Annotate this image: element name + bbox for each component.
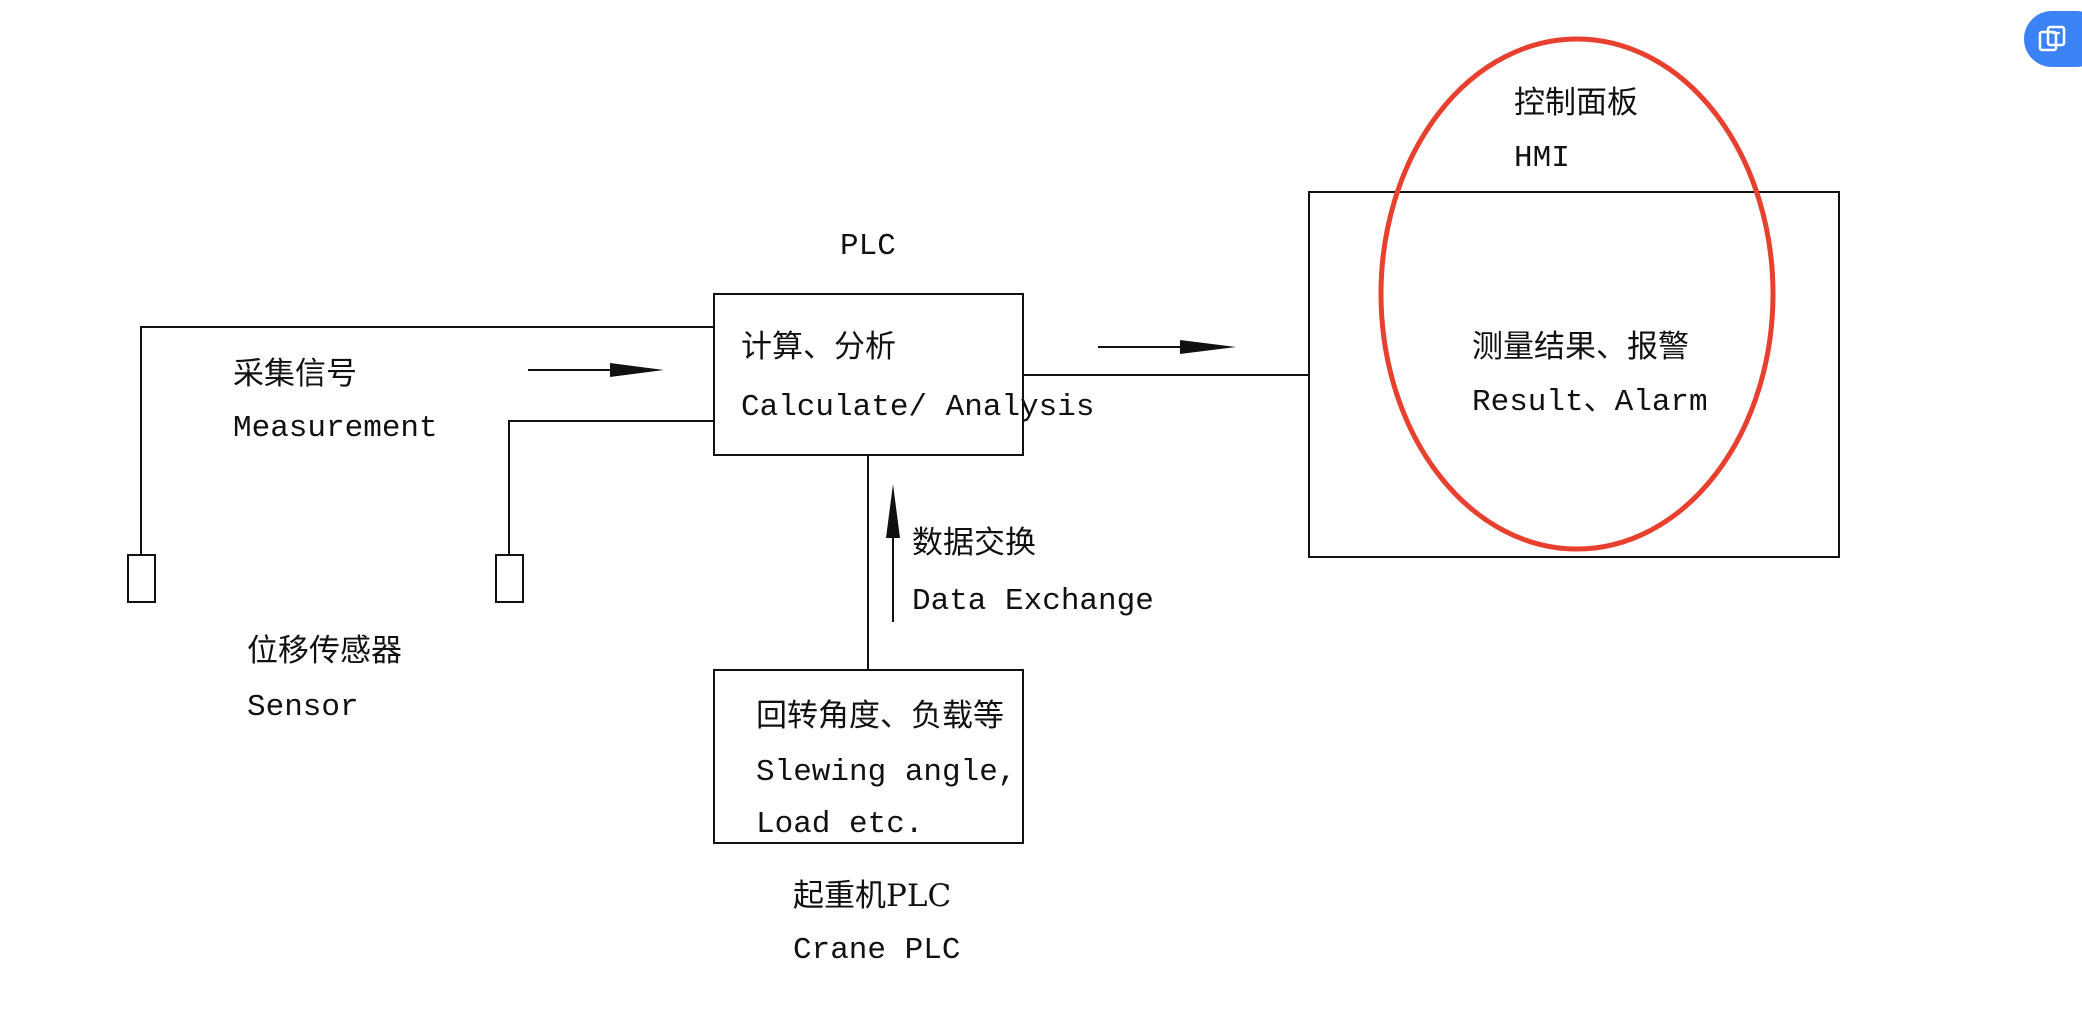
hmi-body-en: Result、Alarm — [1472, 385, 1708, 420]
data-exchange-arrow — [886, 484, 900, 622]
plc-body-en: Calculate/ Analysis — [741, 390, 1094, 425]
floating-translate-button[interactable] — [2024, 11, 2082, 67]
plc-hmi-arrow — [1098, 340, 1236, 354]
crane-input-en-line1: Slewing angle, — [756, 755, 1016, 790]
plc-hmi-arrowhead — [1180, 340, 1236, 354]
sensor-label-en: Sensor — [247, 690, 359, 725]
measurement-label-cn: 采集信号 — [233, 356, 357, 392]
data-exchange-arrowhead — [886, 484, 900, 538]
sensor-left — [128, 555, 155, 602]
measurement-arrow — [528, 363, 664, 377]
data-exchange-label-en: Data Exchange — [912, 584, 1154, 619]
hmi-title-cn: 控制面板 — [1514, 85, 1638, 121]
sensor-group: 位移传感器 Sensor — [128, 555, 523, 725]
hmi-body-cn: 测量结果、报警 — [1472, 329, 1689, 365]
crane-input-en-line2: Load etc. — [756, 807, 923, 842]
crane-plc-label-cn: 起重机PLC — [793, 878, 951, 914]
measurement-arrowhead — [610, 363, 664, 377]
sensor-right-line — [509, 421, 714, 555]
sensor-right — [496, 555, 523, 602]
crane-input-cn: 回转角度、负载等 — [756, 698, 1004, 734]
measurement-label-en: Measurement — [233, 411, 438, 446]
hmi-title-en: HMI — [1514, 141, 1570, 176]
plc-body-cn: 计算、分析 — [741, 329, 896, 365]
plc-title: PLC — [840, 229, 896, 264]
sensor-label-cn: 位移传感器 — [247, 633, 402, 669]
data-exchange-label-cn: 数据交换 — [912, 525, 1036, 561]
crane-plc-label-en: Crane PLC — [793, 933, 960, 968]
copy-translate-icon — [2038, 24, 2068, 54]
plc-box — [714, 294, 1023, 455]
